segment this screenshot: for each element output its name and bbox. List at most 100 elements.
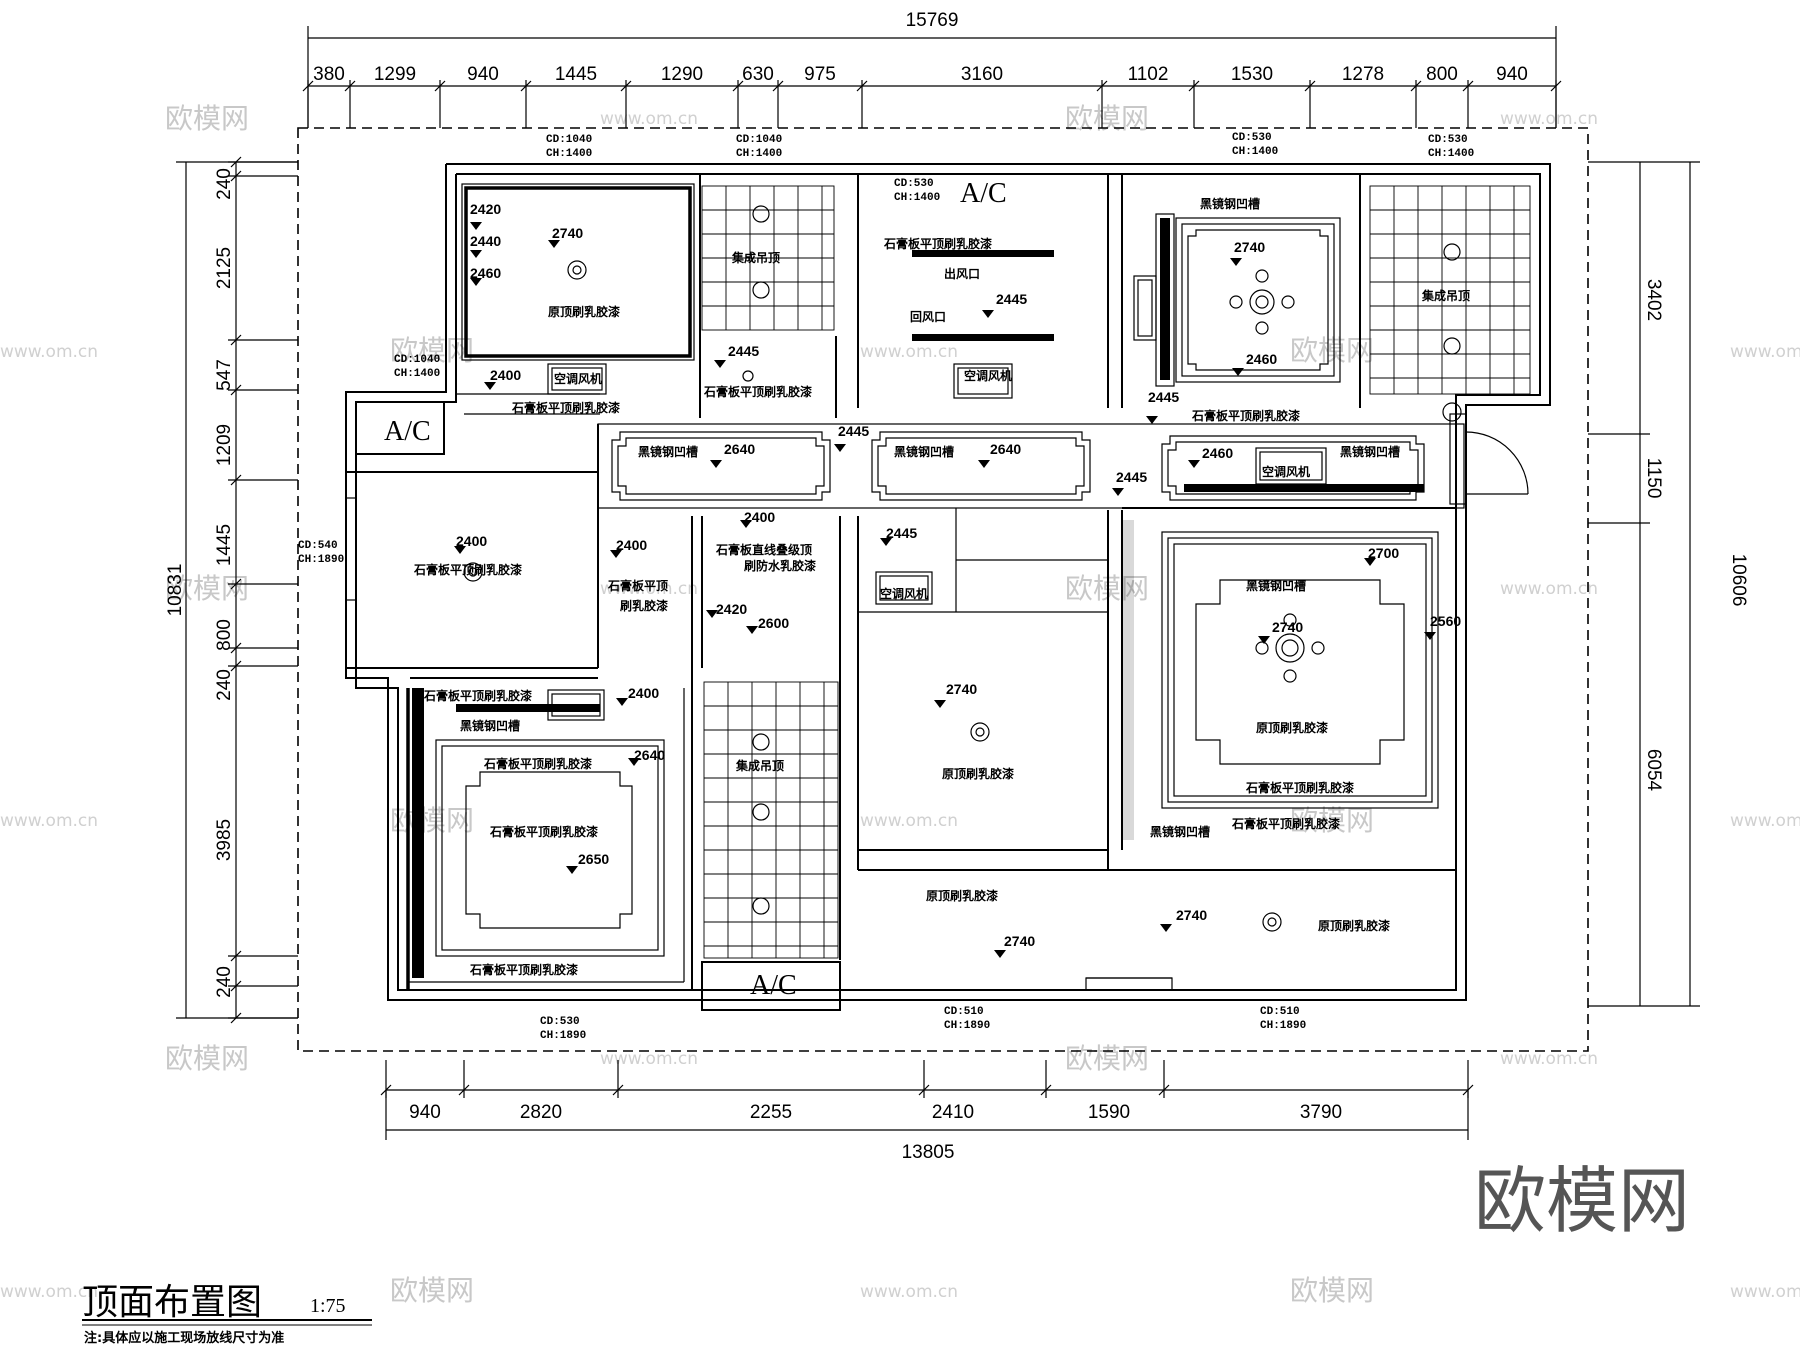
- curtain-depth: CD:510: [944, 1006, 984, 1018]
- elevation: 2560: [1430, 613, 1461, 629]
- watermark-url: www.om.cn: [1730, 1282, 1800, 1302]
- dim-left: 1209: [214, 424, 235, 466]
- watermark-logo: 欧模网: [165, 572, 249, 605]
- elevation: 2400: [628, 685, 659, 701]
- elevation: 2445: [838, 423, 869, 439]
- dim-left: 240: [214, 168, 235, 200]
- label-gypsum-multi-waterproof: 刷防水乳胶漆: [744, 558, 816, 573]
- label-original-latex: 原顶刷乳胶漆: [1256, 720, 1328, 735]
- label-gypsum: 石膏板平顶刷乳胶漆: [413, 562, 522, 577]
- dim-bottom-total: 13805: [902, 1142, 955, 1163]
- label-black-mirror-steel: 黑镜钢凹槽: [1150, 824, 1210, 839]
- label-black-mirror-steel: 黑镜钢凹槽: [638, 444, 698, 459]
- dim-top: 3160: [961, 64, 1003, 85]
- material-labels: 原顶刷乳胶漆 石膏板平顶刷乳胶漆 石膏板平顶刷乳胶漆 集成吊顶 石膏板平顶刷乳胶…: [413, 196, 1470, 977]
- elevation: 2400: [490, 367, 521, 383]
- dim-top: 940: [1496, 64, 1528, 85]
- dim-right: 6054: [1643, 749, 1664, 792]
- curtain-height: CH:1400: [1428, 148, 1474, 160]
- label-integrated-ceiling: 集成吊顶: [1421, 288, 1470, 303]
- curtain-height: CH:1400: [736, 148, 782, 160]
- elevation: 2460: [1202, 445, 1233, 461]
- label-gypsum-b: 刷乳胶漆: [620, 598, 668, 613]
- curtain-height: CH:1890: [540, 1030, 586, 1042]
- elevation: 2440: [470, 233, 501, 249]
- label-integrated-ceiling: 集成吊顶: [731, 250, 780, 265]
- ac-label: A/C: [960, 178, 1007, 209]
- dim-top: 940: [467, 64, 499, 85]
- curtain-depth: CD:530: [1232, 132, 1272, 144]
- label-gypsum-multi: 石膏板直线叠级顶: [715, 542, 812, 557]
- elevation: 2400: [456, 533, 487, 549]
- curtain-height: CH:1400: [394, 368, 440, 380]
- label-black-mirror-steel: 黑镜钢凹槽: [1246, 578, 1306, 593]
- curtain-depth: CD:1040: [394, 354, 440, 366]
- curtain-height: CH:1400: [546, 148, 592, 160]
- dimension-texts: 15769 380 1299 940 1445 1290 630 975 316…: [165, 10, 1749, 1163]
- dim-left: 240: [214, 669, 235, 701]
- watermarks: 欧模网 www.om.cn 欧模网 www.om.cn www.om.cn 欧模…: [0, 102, 1800, 1307]
- curtain-depth: CD:1040: [546, 134, 592, 146]
- label-black-mirror-steel: 黑镜钢凹槽: [460, 718, 520, 733]
- elevation: 2640: [634, 747, 665, 763]
- dim-left: 1445: [214, 524, 235, 566]
- curtain-height: CH:1400: [894, 192, 940, 204]
- curtain-depth: CD:530: [540, 1016, 580, 1028]
- label-gypsum: 石膏板平顶刷乳胶漆: [883, 236, 992, 251]
- label-ac-fan: 空调风机: [1262, 464, 1310, 479]
- elevation: 2740: [1234, 239, 1265, 255]
- elevation: 2700: [1368, 545, 1399, 561]
- elevation: 2420: [716, 601, 747, 617]
- elevation: 2740: [552, 225, 583, 241]
- elevation: 2400: [616, 537, 647, 553]
- label-gypsum: 石膏板平顶刷乳胶漆: [423, 688, 532, 703]
- label-air-return: 回风口: [910, 310, 946, 324]
- label-original-latex: 原顶刷乳胶漆: [942, 766, 1014, 781]
- watermark-logo: 欧模网: [1065, 102, 1149, 135]
- label-original-latex: 原顶刷乳胶漆: [1318, 918, 1390, 933]
- elevation: 2740: [1176, 907, 1207, 923]
- label-gypsum: 石膏板平顶刷乳胶漆: [483, 756, 592, 771]
- watermark-url: www.om.cn: [860, 342, 958, 362]
- label-gypsum: 石膏板平顶刷乳胶漆: [1245, 780, 1354, 795]
- dim-top: 1102: [1128, 64, 1169, 85]
- elevation: 2445: [886, 525, 917, 541]
- watermark-url: www.om.cn: [0, 811, 98, 831]
- dim-top: 1445: [555, 64, 597, 85]
- dim-left: 547: [214, 359, 235, 391]
- label-black-mirror-steel: 黑镜钢凹槽: [1340, 444, 1400, 459]
- curtain-depth: CD:530: [894, 178, 934, 190]
- dim-top: 1290: [661, 64, 703, 85]
- curtain-height: CH:1890: [1260, 1020, 1306, 1032]
- label-gypsum: 石膏板平顶刷乳胶漆: [489, 824, 598, 839]
- watermark-logo: 欧模网: [165, 1042, 249, 1075]
- watermark-url: www.om.cn: [1500, 579, 1598, 599]
- watermark-url: www.om.cn: [1730, 342, 1800, 362]
- watermark-url: www.om.cn: [1500, 1049, 1598, 1069]
- watermark-logo: 欧模网: [1065, 1042, 1149, 1075]
- label-black-mirror-steel: 黑镜钢凹槽: [1200, 196, 1260, 211]
- elevation: 2445: [1148, 389, 1179, 405]
- watermark-logo: 欧模网: [165, 102, 249, 135]
- label-integrated-ceiling: 集成吊顶: [735, 758, 784, 773]
- elevation: 2445: [728, 343, 759, 359]
- corridor-ceilings: [611, 431, 1425, 501]
- dim-top: 630: [742, 64, 774, 85]
- dim-left: 240: [214, 966, 235, 998]
- label-gypsum-a: 石膏板平顶: [607, 578, 668, 593]
- elevation: 2400: [744, 509, 775, 525]
- label-original-latex: 原顶刷乳胶漆: [548, 304, 620, 319]
- dimension-lines: [176, 26, 1700, 1140]
- label-black-mirror-steel: 黑镜钢凹槽: [894, 444, 954, 459]
- watermark-logo: 欧模网: [1290, 1274, 1374, 1307]
- curtain-height: CH:1400: [1232, 146, 1278, 158]
- label-ac-fan: 空调风机: [880, 586, 928, 601]
- elevation: 2740: [946, 681, 977, 697]
- dim-bottom: 1590: [1088, 1102, 1130, 1123]
- dim-left: 2125: [214, 247, 235, 289]
- walls: [345, 163, 1551, 1011]
- ac-labels: A/C A/C A/C: [384, 178, 1007, 1001]
- drawing-note: 注:具体应以施工现场放线尺寸为准: [84, 1330, 284, 1346]
- curtain-depth: CD:510: [1260, 1006, 1300, 1018]
